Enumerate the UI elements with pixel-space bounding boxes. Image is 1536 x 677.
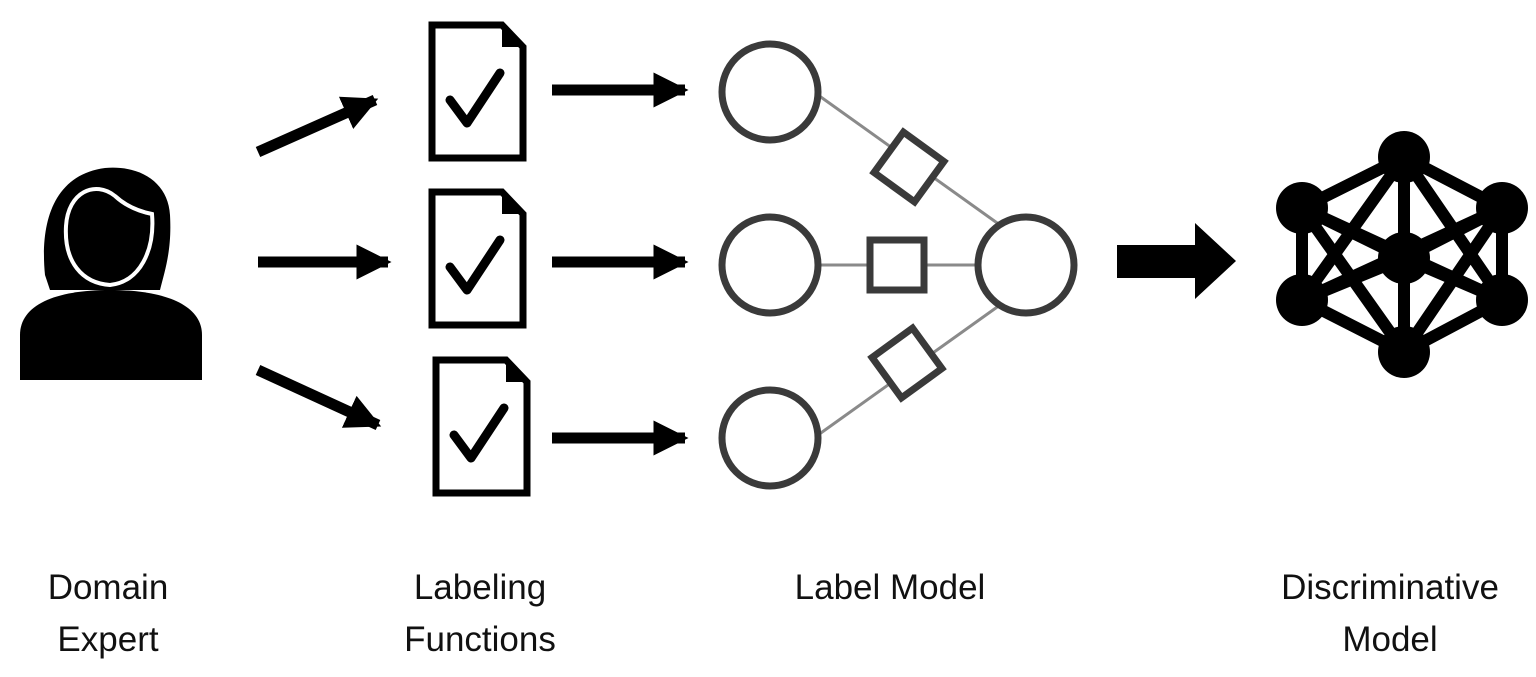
discriminative-model-label: Discriminative Model: [1250, 562, 1530, 666]
document-check-icon: [432, 356, 531, 497]
document-check-icon: [428, 21, 527, 162]
factor-middle: [866, 236, 928, 294]
lf-node-3: [718, 386, 822, 490]
factor-graph-icon: [718, 40, 1078, 490]
label-node: [974, 213, 1078, 317]
arrow-bottom: [255, 365, 382, 430]
label-model-label: Label Model: [760, 562, 1020, 614]
labeling-functions-line2: Functions: [404, 620, 556, 659]
label-model-line1: Label Model: [794, 568, 986, 607]
factor-bottom: [867, 323, 947, 403]
domain-expert-line1: Domain: [47, 568, 169, 607]
domain-expert-line2: Expert: [57, 620, 159, 659]
neural-network-icon: [1276, 131, 1528, 378]
domain-expert-label: Domain Expert: [8, 562, 208, 666]
lf-node-1: [718, 40, 822, 144]
factor-top: [869, 127, 949, 207]
block-arrow: [1117, 223, 1236, 299]
person-icon: [20, 167, 202, 380]
expert-to-lf-arrows: [255, 94, 392, 430]
discriminative-model-line1: Discriminative: [1281, 568, 1499, 607]
labeling-functions-line1: Labeling: [413, 568, 547, 607]
lf-node-2: [718, 213, 822, 317]
discriminative-model-line2: Model: [1342, 620, 1438, 659]
labeling-functions-label: Labeling Functions: [370, 562, 590, 666]
lf-to-model-arrows: [552, 72, 689, 456]
arrow-top: [255, 94, 379, 158]
document-check-icon: [428, 188, 527, 329]
